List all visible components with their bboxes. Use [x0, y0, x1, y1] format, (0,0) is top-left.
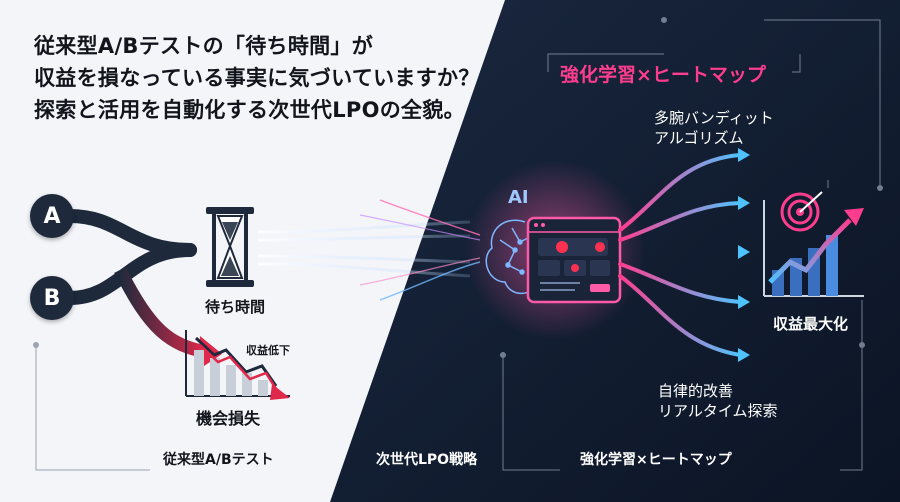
variant-a-badge: A	[30, 194, 74, 238]
headline: 従来型A/Bテストの「待ち時間」が 収益を損なっている事実に気づいていますか？ …	[34, 30, 504, 126]
revenue-decline-label: 収益低下	[246, 344, 290, 357]
ai-label: AI	[508, 187, 529, 208]
bandit-label: 多腕バンディット アルゴリズム	[654, 108, 774, 148]
arrow-heads	[738, 148, 750, 362]
frame-lines-right	[500, 17, 883, 471]
growth-chart-icon	[763, 200, 864, 297]
footer-left-label: 従来型A/Bテスト	[163, 452, 274, 468]
revenue-max-label: 収益最大化	[773, 315, 849, 333]
opportunity-loss-label: 機会損失	[196, 409, 261, 428]
declining-chart-icon	[185, 330, 290, 400]
dashboard-icon	[526, 216, 622, 304]
data-streams	[257, 199, 481, 301]
waiting-time-label: 待ち時間	[205, 298, 266, 316]
bandit-label-line-1: 多腕バンディット	[654, 109, 774, 127]
target-icon	[780, 191, 823, 232]
autonomous-label-line-2: リアルタイム探索	[658, 402, 778, 420]
headline-line-2: 収益を損なっている事実に気づいていますか？	[34, 66, 480, 90]
headline-line-1: 従来型A/Bテストの「待ち時間」が	[34, 34, 374, 58]
bandit-label-line-2: アルゴリズム	[654, 129, 744, 147]
footer-right-label: 強化学習×ヒートマップ	[580, 452, 732, 468]
headline-line-3: 探索と活用を自動化する次世代LPOの全貌。	[34, 98, 465, 122]
variant-b-badge: B	[30, 276, 74, 320]
frame-lines	[33, 342, 150, 471]
right-title: 強化学習×ヒートマップ	[560, 64, 766, 86]
output-arrows	[618, 153, 742, 357]
autonomous-label-line-1: 自律的改善	[658, 382, 734, 400]
autonomous-label: 自律的改善 リアルタイム探索	[658, 381, 778, 421]
hourglass-icon	[206, 207, 254, 287]
footer-middle-label: 次世代LPO戦略	[376, 452, 478, 468]
